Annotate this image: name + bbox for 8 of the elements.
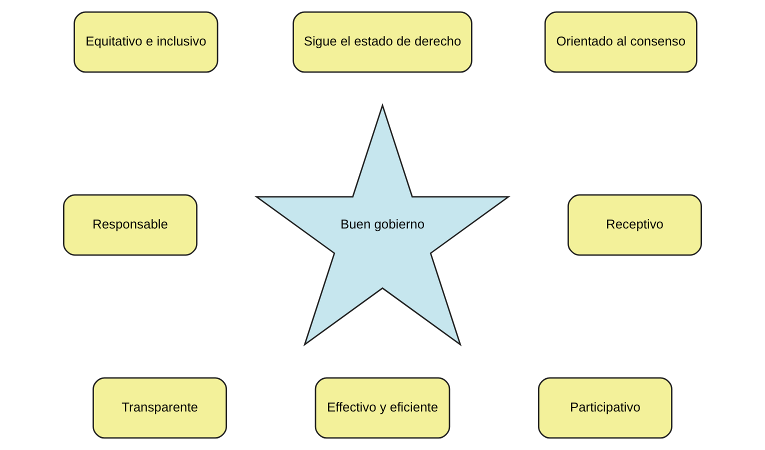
node-box: Participativo — [538, 377, 672, 439]
node-box: Equitativo e inclusivo — [74, 11, 218, 73]
node-box: Orientado al consenso — [544, 11, 698, 73]
node-box: Effectivo y eficiente — [314, 377, 450, 439]
node-box: Sigue el estado de derecho — [292, 11, 472, 73]
node-box: Responsable — [63, 194, 198, 256]
node-box: Transparente — [92, 377, 228, 439]
node-box: Receptivo — [568, 194, 702, 256]
